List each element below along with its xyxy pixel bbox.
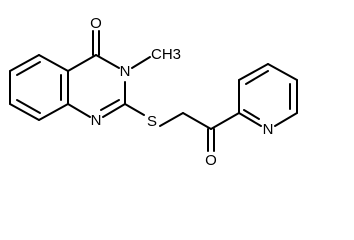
atom-label-n3: N: [120, 63, 131, 80]
structure-canvas: O N CH3 N S O N: [9, 15, 298, 169]
bond-c2-n1: [102, 103, 126, 118]
atom-labels: O N CH3 N S O N: [90, 15, 273, 169]
bonds: [9, 30, 298, 152]
atom-label-sulfur: S: [147, 113, 157, 130]
bond-n1-c4a: [67, 103, 91, 118]
bond-n3-methyl: [131, 56, 151, 69]
bond-co-pyridine: [210, 112, 240, 130]
bond-benzene-5: [9, 103, 40, 121]
bond-ch2-co: [182, 112, 212, 130]
bond-benzene-1: [9, 54, 40, 72]
bond-pyr-3: [267, 63, 298, 81]
bond-c8a-c4: [67, 54, 97, 72]
bond-c4-n3: [95, 54, 120, 69]
bond-benzene-5-inner: [16, 99, 41, 114]
atom-label-ring-oxygen: O: [90, 15, 102, 32]
bond-c2-s: [124, 103, 145, 116]
bond-c2-n1-inner: [100, 99, 120, 111]
bond-s-ch2: [159, 112, 184, 127]
bond-benzene-1-inner: [16, 61, 41, 76]
bond-benzene-2: [38, 54, 69, 72]
atom-label-chain-oxygen: O: [205, 152, 217, 169]
molecule-structure: O N CH3 N S O N: [9, 15, 298, 169]
atom-label-n1: N: [91, 112, 102, 129]
bond-pyr-2: [238, 63, 269, 81]
bond-pyr-2-inner: [245, 70, 269, 85]
bond-pyr-6-inner: [243, 109, 260, 120]
bond-pyr-6: [238, 112, 262, 127]
bond-benzene-4: [38, 103, 69, 121]
atom-label-methyl: CH3: [151, 46, 181, 63]
atom-label-pyridine-n: N: [263, 121, 274, 138]
bond-pyr-5: [274, 112, 298, 127]
